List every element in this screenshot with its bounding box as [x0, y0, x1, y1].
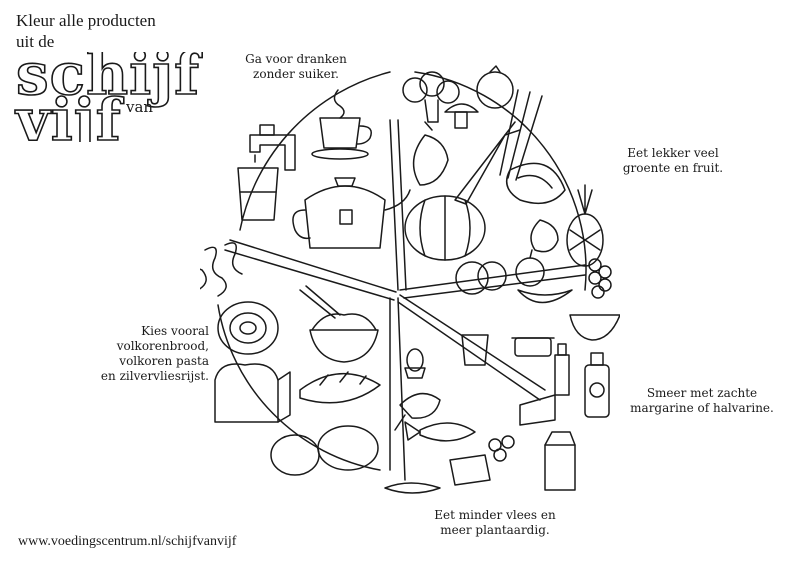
caption-vegetables-fruit: Eet lekker veel groente en fruit.	[622, 146, 724, 175]
schijf-van-vijf-logo: schijf van vijf	[14, 52, 203, 142]
cup-icon	[311, 89, 372, 160]
food-wheel	[200, 65, 620, 494]
glass-icon	[237, 167, 279, 221]
orange-icon	[455, 261, 507, 295]
pumpkin-icon	[404, 195, 486, 261]
footer-url: www.voedingscentrum.nl/schijfvanvijf	[18, 534, 237, 549]
broccoli-icon	[402, 71, 460, 123]
tofu-icon	[449, 454, 491, 486]
bread-loaf-icon	[214, 363, 291, 423]
logo-word-schijf: schijf	[16, 52, 203, 108]
margarine-tub-icon	[511, 337, 555, 357]
caption-fats: Smeer met zachte margarine of halvarine.	[630, 386, 774, 415]
teapot-icon	[292, 177, 411, 249]
lettuce-icon	[505, 162, 566, 205]
wheel-outline	[239, 71, 391, 231]
milk-carton-icon	[544, 431, 576, 491]
caption-grains: Kies vooral volkorenbrood, volkoren past…	[100, 324, 209, 383]
beans-icon	[384, 482, 441, 494]
tomato-icon	[476, 65, 514, 109]
caption-drinks: Ga voor dranken zonder suiker.	[245, 52, 347, 81]
fish-icon	[404, 421, 476, 442]
pineapple-icon	[566, 184, 604, 267]
egg-icon	[404, 348, 426, 379]
segment-dividers	[224, 119, 586, 481]
tap-icon	[249, 124, 296, 171]
wheel-outline-right	[414, 71, 587, 291]
banana-icon	[517, 289, 573, 304]
pear-icon	[530, 219, 559, 253]
wheel-outline-left	[217, 304, 381, 471]
mushroom-icon	[444, 103, 479, 129]
nuts-icon	[488, 435, 515, 462]
chicken-leg-icon	[394, 392, 441, 431]
oil-bottle-icon	[554, 343, 570, 396]
potatoes-icon	[270, 425, 379, 476]
fusilli-icon	[200, 242, 243, 297]
rice-bowl-icon	[299, 285, 379, 363]
sunflower-oil-bottle-icon	[584, 352, 610, 418]
caption-proteins: Eet minder vlees en meer plantaardig.	[434, 508, 556, 537]
watermelon-icon	[569, 314, 620, 341]
onion-icon	[412, 121, 449, 186]
baguette-icon	[299, 371, 381, 404]
intro-heading: Kleur alle producten uit de	[16, 10, 156, 52]
cheese-icon	[519, 394, 556, 426]
logo-word-van: van	[125, 98, 153, 116]
intro-line-1: Kleur alle producten	[16, 11, 156, 30]
grapes-icon	[588, 258, 612, 299]
intro-line-2: uit de	[16, 32, 55, 51]
apple-icon	[515, 249, 545, 287]
yogurt-icon	[461, 334, 489, 366]
spaghetti-icon	[217, 301, 279, 355]
logo-word-vijf: vijf	[14, 86, 125, 142]
